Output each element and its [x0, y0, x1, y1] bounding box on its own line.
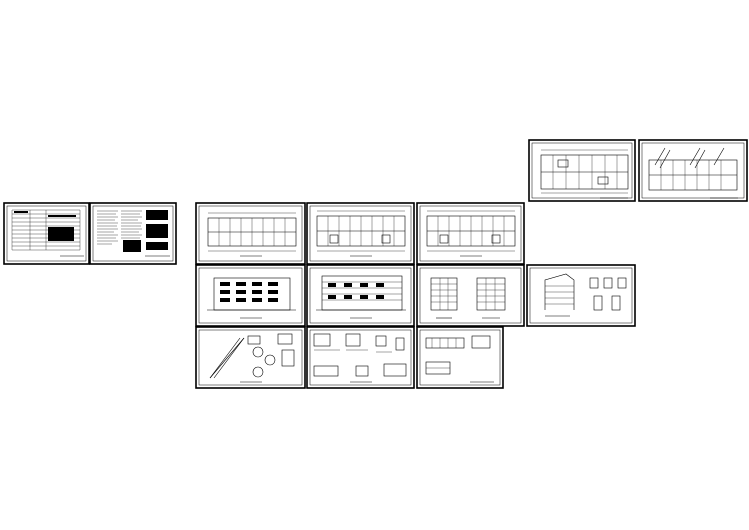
front-elevation [195, 264, 306, 327]
section-and-details [526, 264, 636, 327]
stair-details [195, 326, 306, 389]
node-details-2 [416, 326, 504, 389]
cover-index-sheet [3, 202, 90, 265]
floor-plan-3 [416, 202, 525, 265]
rear-elevation [306, 264, 415, 327]
roof-plan-2 [638, 139, 748, 202]
design-notes-sheet [89, 202, 177, 265]
floor-plan-1 [195, 202, 306, 265]
side-elevations [416, 264, 525, 327]
node-details-1 [306, 326, 415, 389]
roof-plan-1 [528, 139, 636, 202]
floor-plan-2 [306, 202, 415, 265]
